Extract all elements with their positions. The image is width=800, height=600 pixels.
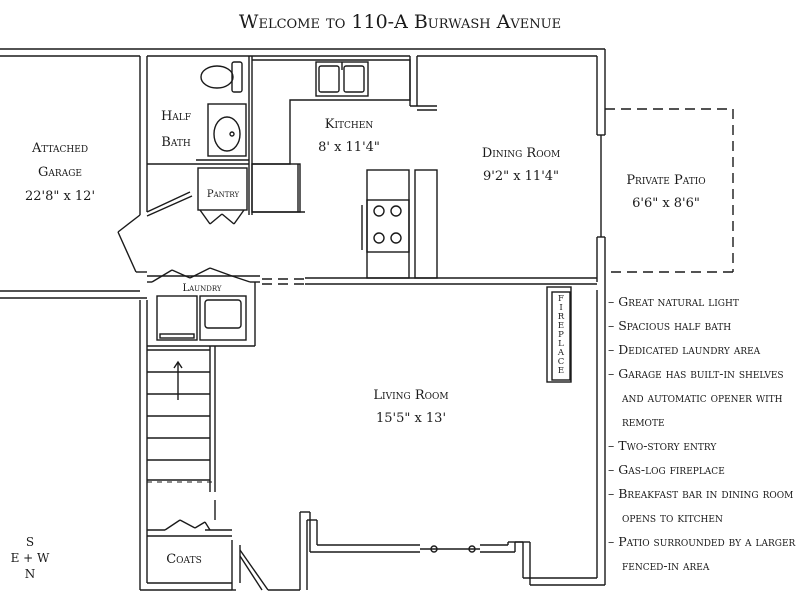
svg-text:R: R (558, 312, 565, 322)
coats-label: Coats (166, 552, 202, 567)
kitchen-size: 8' x 11'4" (318, 140, 380, 155)
laundry-label: Laundry (182, 283, 221, 294)
living-room-size: 15'5" x 13' (376, 411, 446, 426)
kitchen-island (361, 169, 438, 279)
feature-item: Dedicated laundry area (608, 338, 800, 362)
patio-fence (605, 108, 734, 273)
compass-east-west: E + W (10, 551, 50, 565)
half-bath-label-line2: Bath (161, 135, 191, 150)
exterior-walls (0, 48, 606, 591)
feature-item: Breakfast bar in dining room opens to ki… (608, 482, 800, 530)
washer-dryer-icon (156, 295, 247, 341)
garage-label-line2: Garage (38, 165, 82, 180)
feature-item: Gas-log fireplace (608, 458, 800, 482)
fireplace-label: F I R E P L A C E (557, 294, 565, 376)
private-patio-size: 6'6" x 8'6" (632, 196, 700, 211)
garage-label-line1: Attached (31, 141, 88, 156)
feature-item: Patio surrounded by a larger fenced-in a… (608, 530, 800, 578)
bath-sink-icon (207, 103, 247, 157)
feature-list: Great natural light Spacious half bath D… (608, 290, 800, 578)
dining-room-size: 9'2" x 11'4" (483, 169, 559, 184)
svg-text:P: P (558, 330, 564, 340)
kitchen-sink-icon (315, 61, 369, 97)
feature-item: Spacious half bath (608, 314, 800, 338)
compass-rose: S E + W N (8, 534, 52, 582)
svg-text:I: I (559, 303, 562, 313)
svg-text:A: A (557, 348, 565, 358)
kitchen-label: Kitchen (325, 117, 374, 132)
svg-text:F: F (558, 294, 564, 304)
doors (117, 135, 602, 591)
dining-room-label: Dining Room (482, 146, 560, 161)
half-bath-label-line1: Half (161, 109, 191, 124)
svg-text:E: E (558, 321, 564, 331)
compass-south: S (25, 535, 35, 549)
half-wall-dashed (262, 278, 305, 285)
feature-item: Two-story entry (608, 434, 800, 458)
feature-item: Garage has built-in shelves and automati… (608, 362, 800, 434)
private-patio-label: Private Patio (626, 173, 705, 188)
svg-text:E: E (558, 366, 564, 376)
plan-title: Welcome to 110-A Burwash Avenue (239, 11, 561, 33)
stove-icon (366, 199, 410, 253)
svg-text:C: C (558, 357, 565, 367)
garage-size: 22'8" x 12' (25, 189, 95, 204)
toilet-icon (200, 61, 243, 93)
feature-item: Great natural light (608, 290, 800, 314)
svg-text:L: L (558, 339, 564, 349)
pantry-label: Pantry (207, 189, 240, 200)
refrigerator-icon (251, 163, 305, 213)
fireplace-icon (546, 286, 572, 383)
living-room-label: Living Room (373, 388, 448, 403)
compass-north: N (24, 567, 36, 581)
staircase-icon (147, 349, 210, 481)
